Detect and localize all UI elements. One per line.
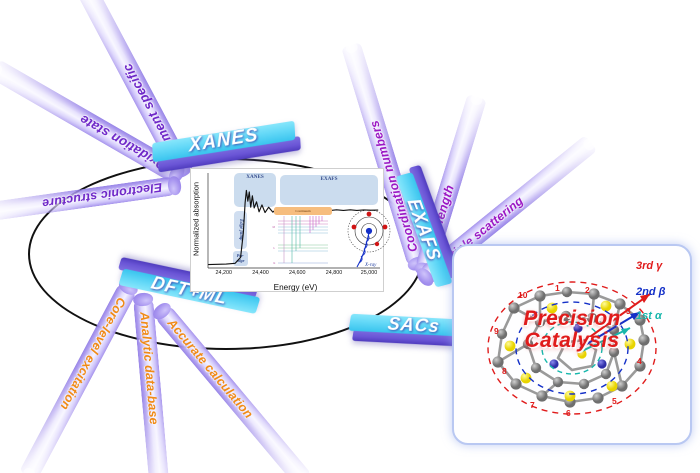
chart-plot-area: XANES EXAFS Edge jump Pre-edge Continuum bbox=[207, 173, 391, 269]
molecular-structure-graphic: 1 2 3 4 5 6 7 8 9 10 bbox=[487, 281, 657, 418]
x-tick: 24,200 bbox=[215, 270, 233, 276]
x-tick: 24,800 bbox=[325, 270, 343, 276]
continuum-band: Continuum bbox=[274, 207, 332, 215]
site-number: 7 bbox=[530, 400, 535, 410]
x-tick: 25,000 bbox=[360, 270, 378, 276]
region-exafs: EXAFS bbox=[280, 175, 378, 205]
energy-level-diagram: Continuum bbox=[272, 207, 336, 269]
xas-spectrum-panel: Normalized absorption XANES EXAFS Edge j… bbox=[190, 168, 391, 292]
region-label: Edge jump bbox=[238, 219, 243, 241]
site-number: 6 bbox=[566, 408, 571, 418]
site-number: 3 bbox=[626, 306, 631, 316]
x-tick: 24,400 bbox=[252, 270, 269, 276]
site-number: 8 bbox=[502, 366, 507, 376]
svg-text:M: M bbox=[273, 226, 276, 229]
site-number: 5 bbox=[612, 396, 617, 406]
branch-label: Core-level excitation bbox=[57, 295, 129, 413]
shell-label-1st: 1st α bbox=[636, 310, 662, 322]
site-number: 2 bbox=[585, 285, 590, 295]
site-number: 4 bbox=[637, 356, 642, 366]
region-label: XANES bbox=[246, 174, 264, 180]
chart-y-axis-label: Normalized absorption bbox=[191, 182, 201, 256]
xray-label: X-ray bbox=[365, 263, 377, 268]
shell-label-3rd: 3rd γ bbox=[636, 260, 663, 272]
precision-catalysis-panel: 1 2 3 4 5 6 7 8 9 10 Precision Catalysis… bbox=[452, 244, 692, 445]
chart-x-axis-label: Energy (eV) bbox=[273, 283, 318, 292]
svg-text:K: K bbox=[274, 262, 276, 265]
site-number: 9 bbox=[494, 326, 499, 336]
chart-x-ticks: 24,200 24,400 24,600 24,800 25,000 bbox=[208, 270, 383, 279]
region-xanes: XANES bbox=[234, 173, 276, 207]
site-number: 10 bbox=[518, 290, 528, 300]
site-number: 1 bbox=[555, 283, 560, 293]
atom-xray-inset: X-ray bbox=[343, 203, 395, 269]
absorption-curve bbox=[207, 173, 380, 269]
shell-label-2nd: 2nd β bbox=[636, 286, 666, 298]
svg-text:L: L bbox=[274, 247, 276, 250]
x-tick: 24,600 bbox=[289, 270, 306, 276]
region-label: EXAFS bbox=[320, 176, 338, 182]
